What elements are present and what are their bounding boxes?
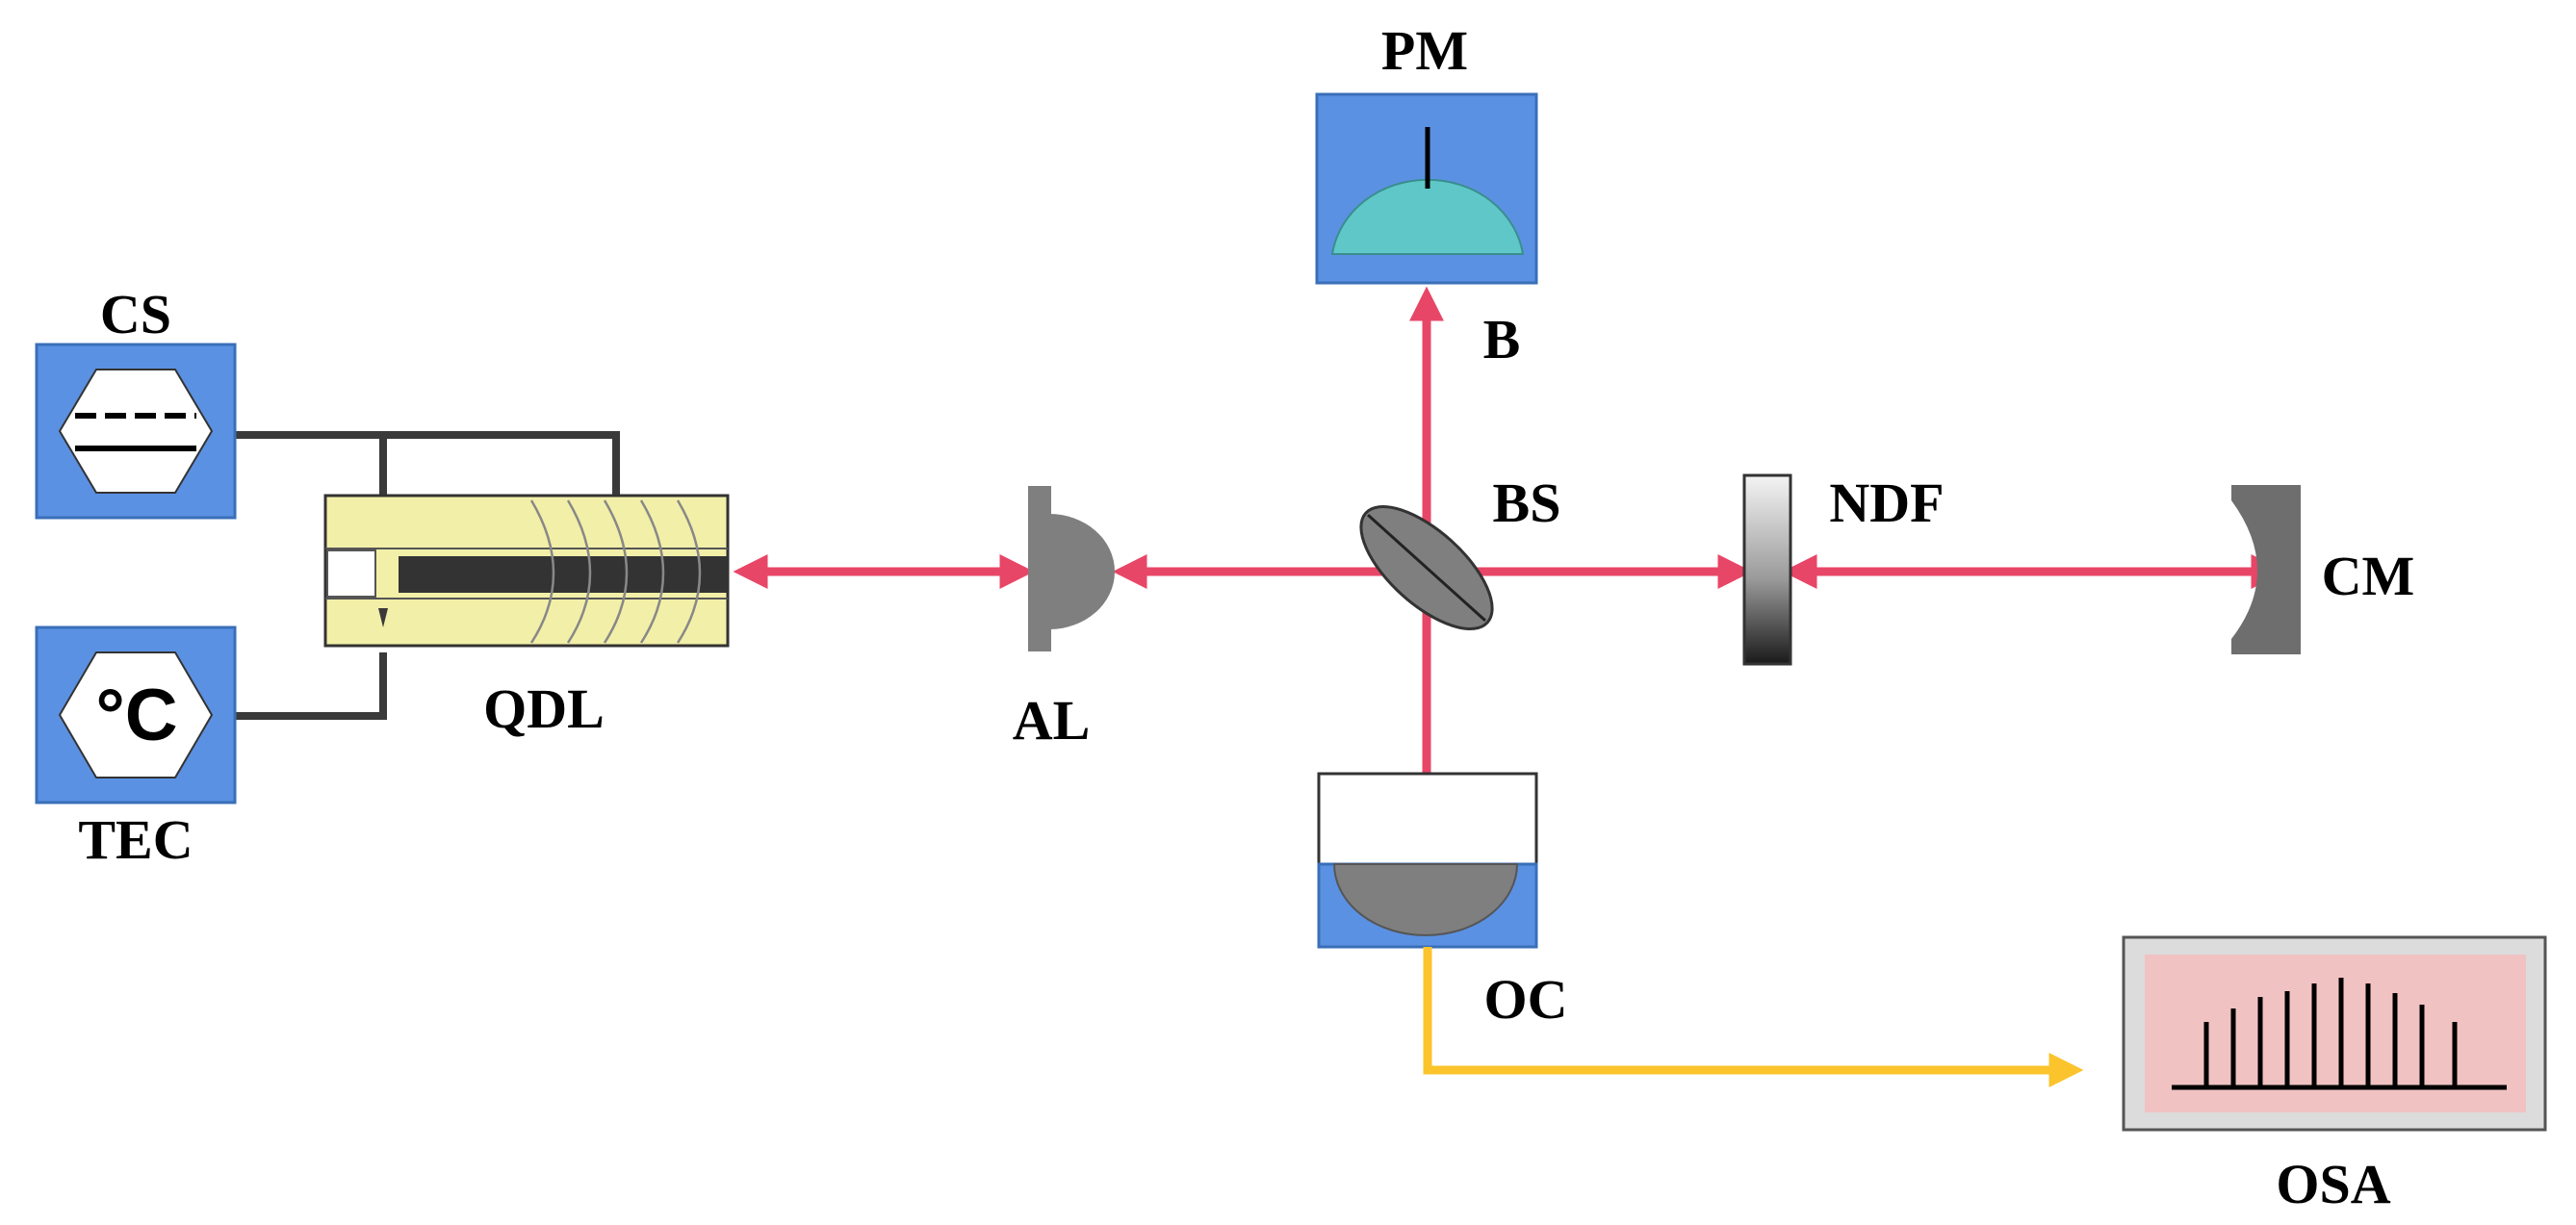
- power-meter: [1315, 92, 1538, 285]
- current-source: [35, 343, 237, 520]
- label-pm: PM: [1381, 19, 1468, 82]
- label-b: B: [1483, 308, 1521, 370]
- tec-wire: [235, 652, 387, 720]
- meter-dial: [1330, 178, 1525, 255]
- output-coupler: [1317, 772, 1538, 949]
- aspheric-lens: [1028, 486, 1115, 651]
- label-tec: TEC: [78, 808, 193, 871]
- label-al: AL: [1013, 689, 1091, 752]
- label-cm: CM: [2322, 545, 2415, 607]
- label-ndf: NDF: [1829, 472, 1944, 534]
- label-osa: OSA: [2276, 1153, 2390, 1215]
- label-qdl: QDL: [483, 677, 605, 740]
- fiber-oc-osa: [1423, 947, 2084, 1087]
- quantum-dot-laser: [323, 494, 730, 648]
- tec-controller: °C: [35, 625, 237, 804]
- laser-facet-window: [326, 549, 376, 598]
- label-bs: BS: [1493, 472, 1561, 534]
- cs-wire: [235, 431, 620, 510]
- label-oc: OC: [1484, 968, 1568, 1031]
- cs-wire-probe: [378, 608, 388, 627]
- laser-beams: [733, 286, 2286, 861]
- beam-splitter: [1359, 504, 1494, 631]
- neutral-density-filter: [1742, 473, 1792, 666]
- celsius-icon: °C: [95, 675, 177, 756]
- curved-mirror: [2231, 485, 2301, 654]
- laser-waveguide: [399, 556, 728, 593]
- spectrum-lines: [2203, 978, 2458, 1087]
- current-source-hexagon: [58, 369, 214, 494]
- tec-hexagon: [58, 651, 214, 778]
- label-cs: CS: [100, 283, 171, 345]
- optical-spectrum-analyzer: [2122, 935, 2547, 1132]
- laser-wavefronts: [529, 499, 702, 644]
